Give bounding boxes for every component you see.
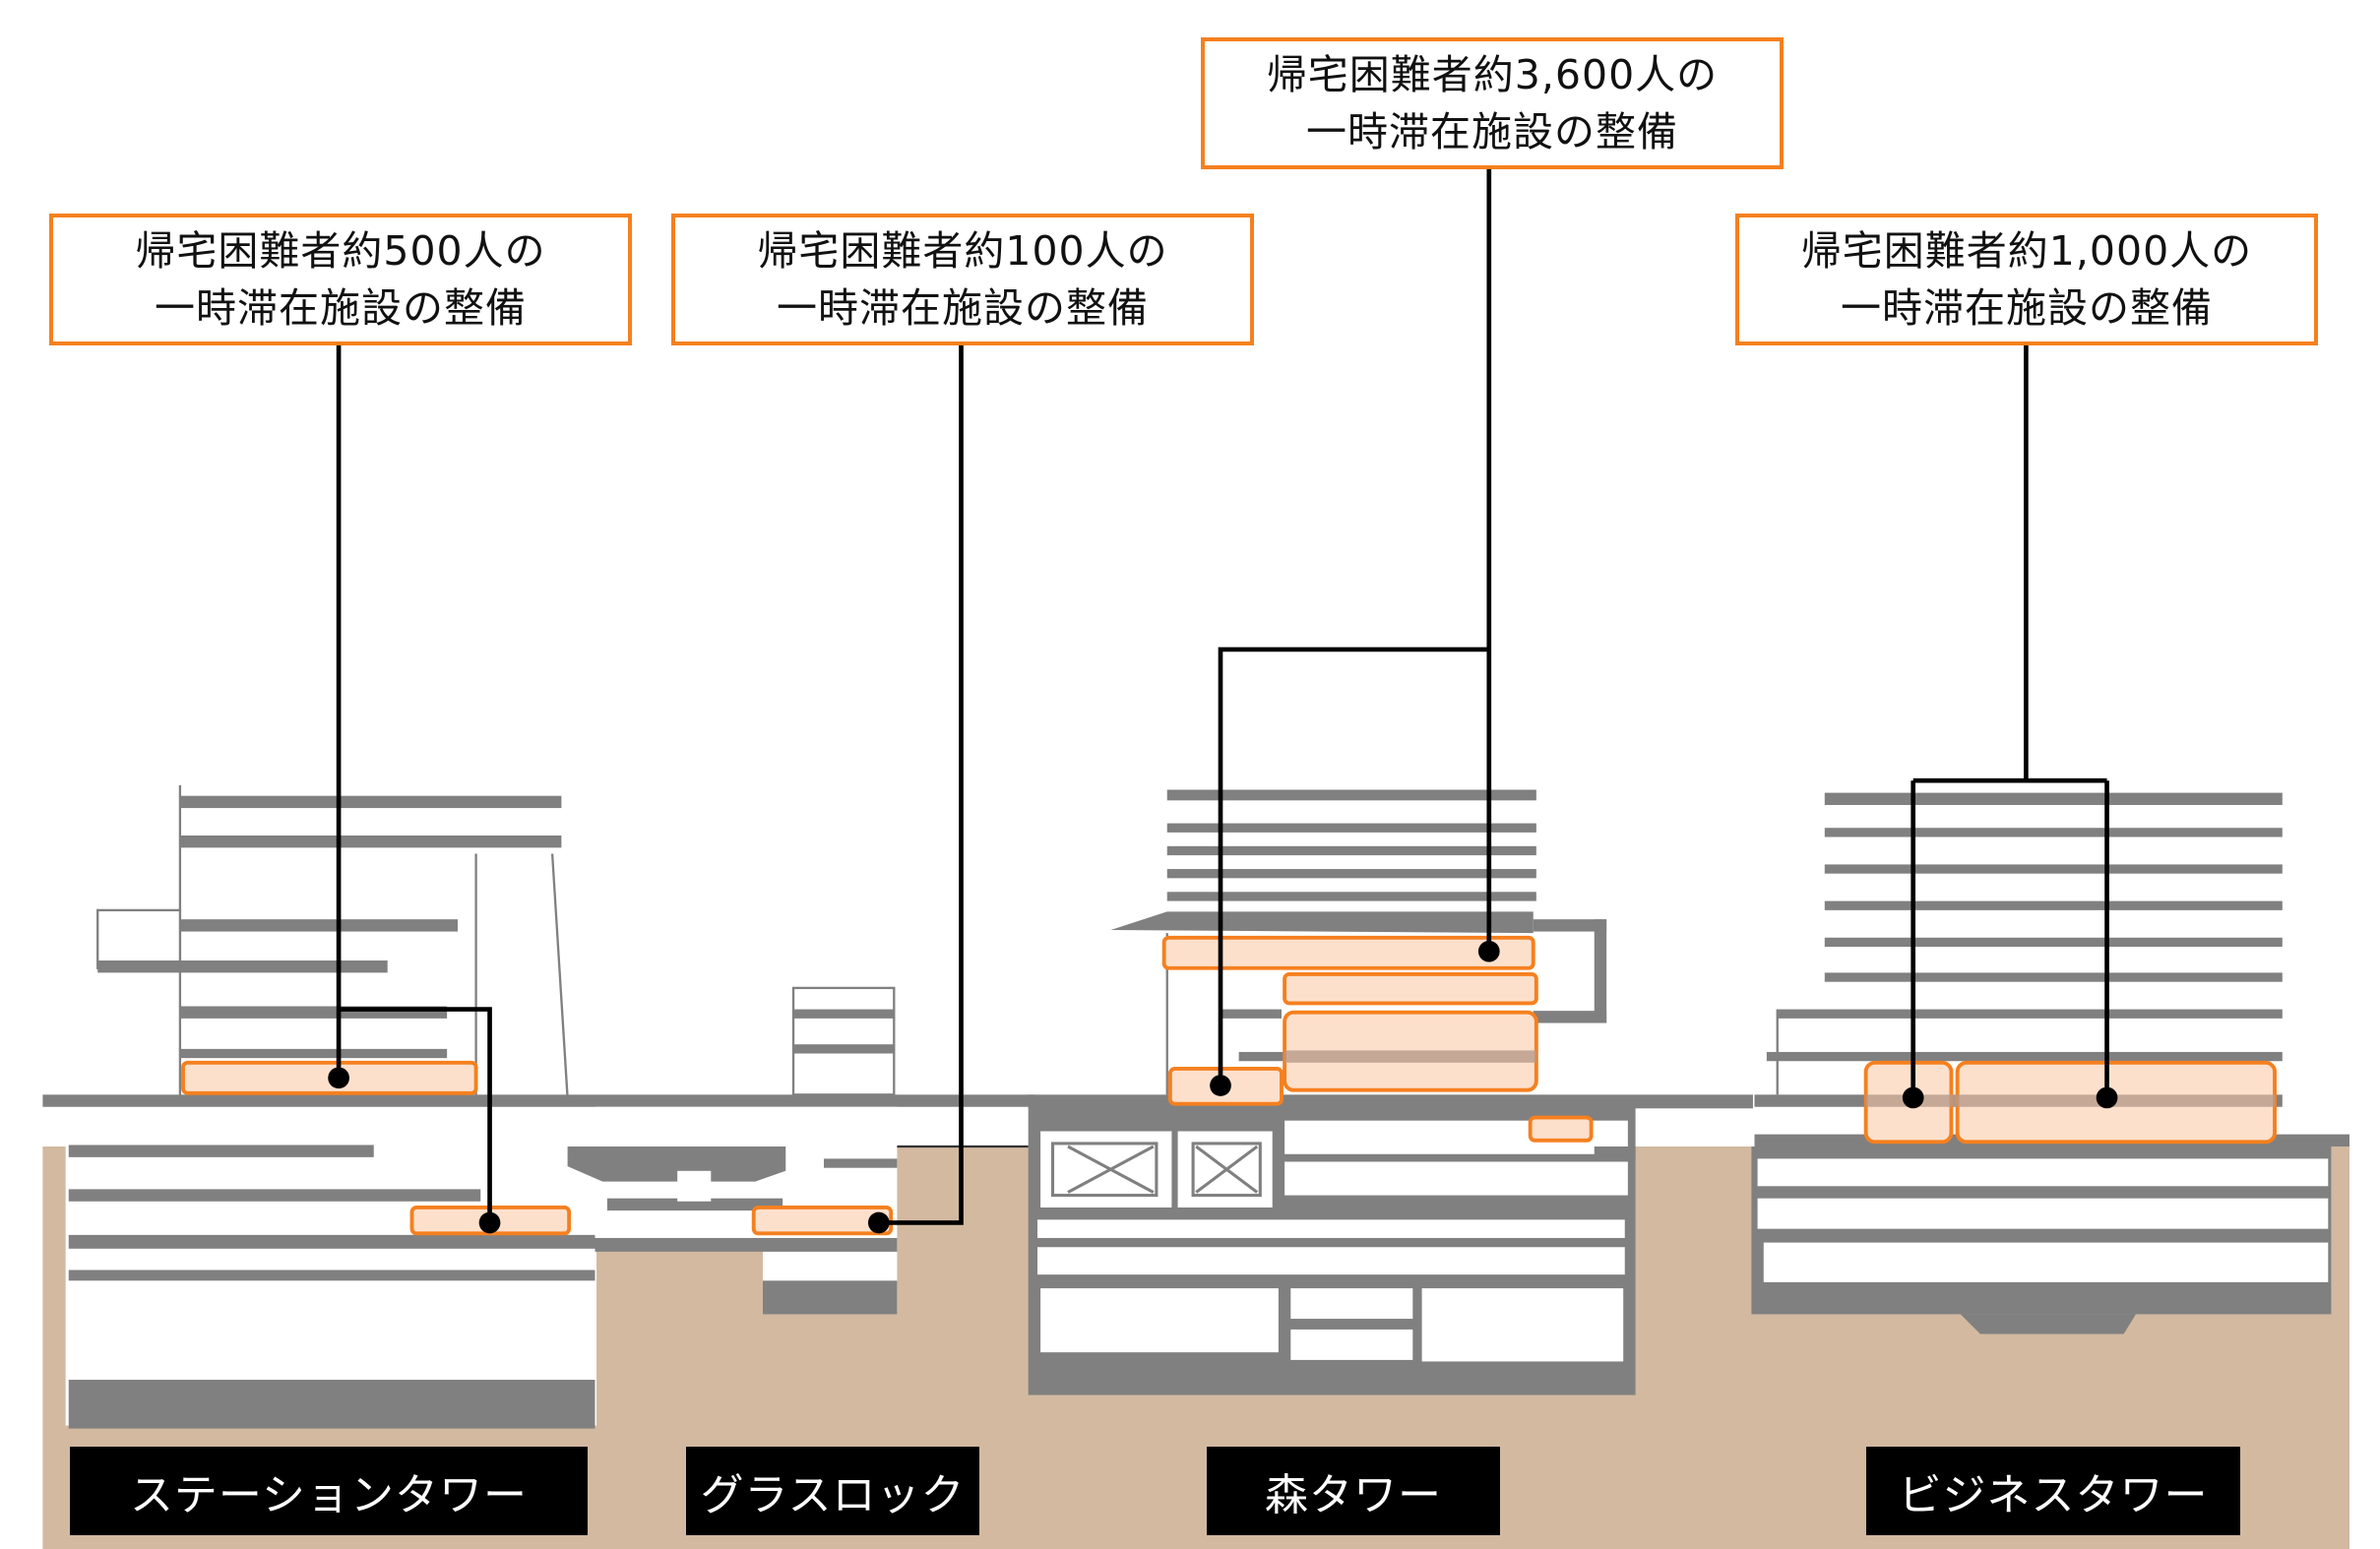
callout-line1: 帰宅困難者約3,600人の bbox=[1266, 51, 1719, 98]
leader-dots bbox=[328, 940, 2118, 1234]
callout-line2: 一時滞在施設の整備 bbox=[1841, 284, 2213, 332]
callout-line1: 帰宅困難者約100人の bbox=[757, 227, 1168, 275]
label-business-tower: ビジネスタワー bbox=[1866, 1447, 2240, 1535]
callout-business-tower: 帰宅困難者約1,000人の 一時滞在施設の整備 bbox=[1735, 214, 2318, 345]
callout-glass-rock: 帰宅困難者約100人の 一時滞在施設の整備 bbox=[671, 214, 1254, 345]
callout-line1: 帰宅困難者約500人の bbox=[135, 227, 546, 275]
callout-mori-tower: 帰宅困難者約3,600人の 一時滞在施設の整備 bbox=[1201, 37, 1784, 169]
callout-line2: 一時滞在施設の整備 bbox=[1306, 108, 1678, 155]
leader-lines bbox=[336, 167, 2109, 1225]
station-tower-structure bbox=[42, 784, 1034, 1429]
label-glass-rock: グラスロック bbox=[686, 1447, 979, 1535]
label-mori-tower: 森タワー bbox=[1207, 1447, 1500, 1535]
callout-line1: 帰宅困難者約1,000人の bbox=[1800, 227, 2253, 275]
callout-line2: 一時滞在施設の整備 bbox=[155, 284, 527, 332]
callout-station-tower: 帰宅困難者約500人の 一時滞在施設の整備 bbox=[49, 214, 632, 345]
callout-line2: 一時滞在施設の整備 bbox=[777, 284, 1149, 332]
label-station-tower: ステーションタワー bbox=[70, 1447, 588, 1535]
